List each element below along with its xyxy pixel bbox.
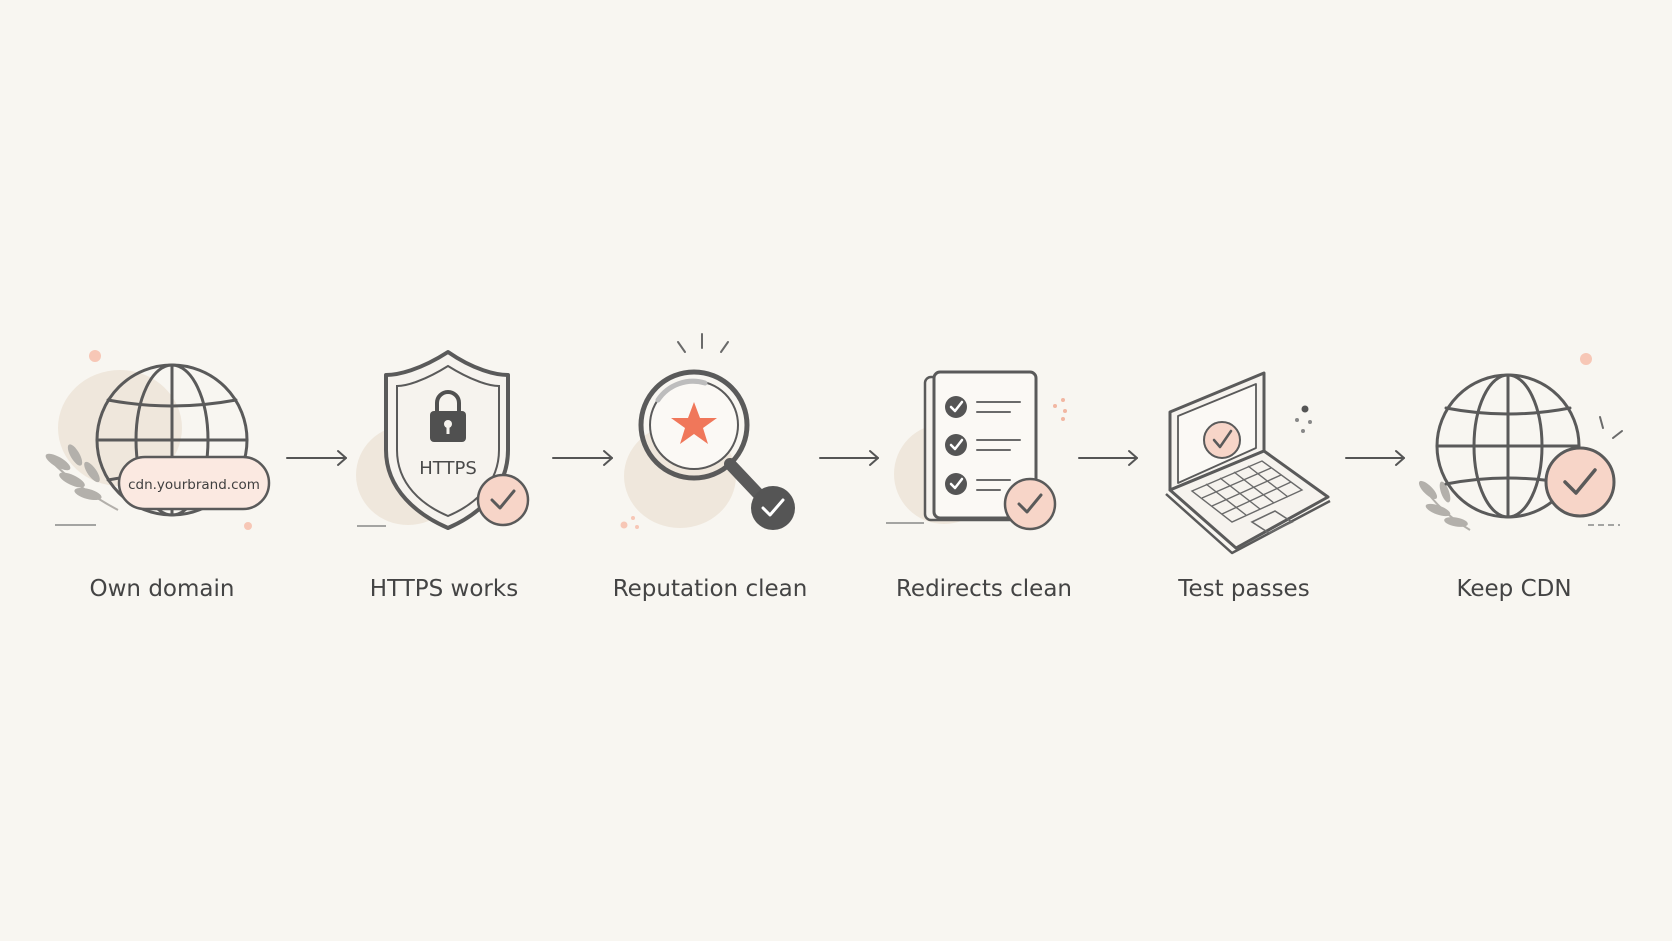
step-test-passes: Test passes [1165,371,1331,602]
domain-pill-text: cdn.yourbrand.com [128,477,260,493]
laptop-check-icon [1165,371,1331,555]
arrow-right-icon [552,450,613,466]
step-own-domain: cdn.yourbrand.com Own domain [45,350,271,602]
arrow-right-icon [286,450,347,466]
https-shield-text: HTTPS [419,458,477,479]
arrow-right-icon [1345,450,1405,466]
arrow-right-icon [1078,450,1138,466]
leaf-sprig-icon [45,444,119,511]
domain-pill: cdn.yourbrand.com [117,455,271,511]
check-badge-icon [1544,446,1616,518]
step-label-test-passes: Test passes [1177,576,1309,602]
magnifier-star-icon [620,333,770,529]
step-redirects-clean: Redirects clean [886,370,1072,602]
step-reputation-clean: Reputation clean [613,333,808,602]
step-label-own-domain: Own domain [90,576,235,602]
globe-check-icon [1418,353,1623,531]
arrow-right-icon [819,450,879,466]
shield-lock-icon: HTTPS [356,350,510,530]
check-badge-icon [1003,477,1057,531]
step-https-works: HTTPS HTTPS works [356,350,530,602]
check-badge-icon [751,486,795,530]
step-keep-cdn: Keep CDN [1418,353,1623,602]
step-label-https-works: HTTPS works [370,576,518,602]
step-label-redirects-clean: Redirects clean [896,576,1072,602]
step-label-keep-cdn: Keep CDN [1456,576,1571,602]
leaf-sprig-icon [1418,480,1471,531]
checklist-document-icon [886,370,1067,524]
check-badge-icon [476,473,530,527]
step-label-reputation-clean: Reputation clean [613,576,808,602]
